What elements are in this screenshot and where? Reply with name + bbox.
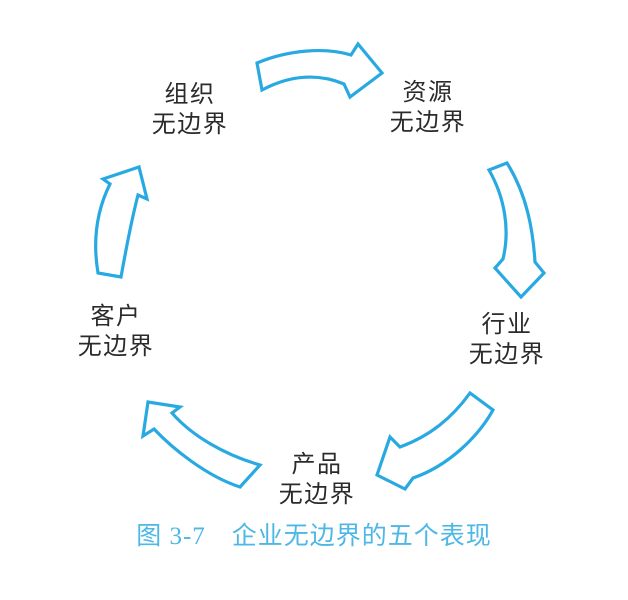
node-customer: 客户 无边界 — [46, 302, 186, 362]
node-customer-line2: 无边界 — [77, 334, 155, 360]
arrow-product-to-customer-icon — [140, 400, 263, 489]
node-resource-line1: 资源 — [402, 80, 454, 106]
arrow-resource-to-industry-icon — [486, 161, 547, 300]
arrow-organization-to-resource-icon — [255, 41, 385, 100]
node-industry: 行业 无边界 — [437, 310, 577, 370]
node-industry-line1: 行业 — [481, 312, 533, 338]
figure-caption-title: 企业无边界的五个表现 — [231, 523, 492, 550]
figure-caption: 图 3-7 企业无边界的五个表现 — [0, 521, 628, 553]
node-organization: 组织 无边界 — [120, 80, 260, 140]
node-product: 产品 无边界 — [247, 450, 387, 510]
node-industry-line2: 无边界 — [468, 342, 546, 368]
node-resource: 资源 无边界 — [358, 78, 498, 138]
node-product-line1: 产品 — [291, 452, 343, 478]
node-resource-line2: 无边界 — [389, 110, 467, 136]
arrow-customer-to-organization-icon — [94, 164, 150, 279]
node-customer-line1: 客户 — [90, 304, 142, 330]
node-product-line2: 无边界 — [278, 482, 356, 508]
figure-caption-number: 图 3-7 — [136, 523, 206, 550]
node-organization-line1: 组织 — [164, 82, 216, 108]
arrow-industry-to-product-icon — [375, 390, 496, 492]
node-organization-line2: 无边界 — [151, 112, 229, 138]
